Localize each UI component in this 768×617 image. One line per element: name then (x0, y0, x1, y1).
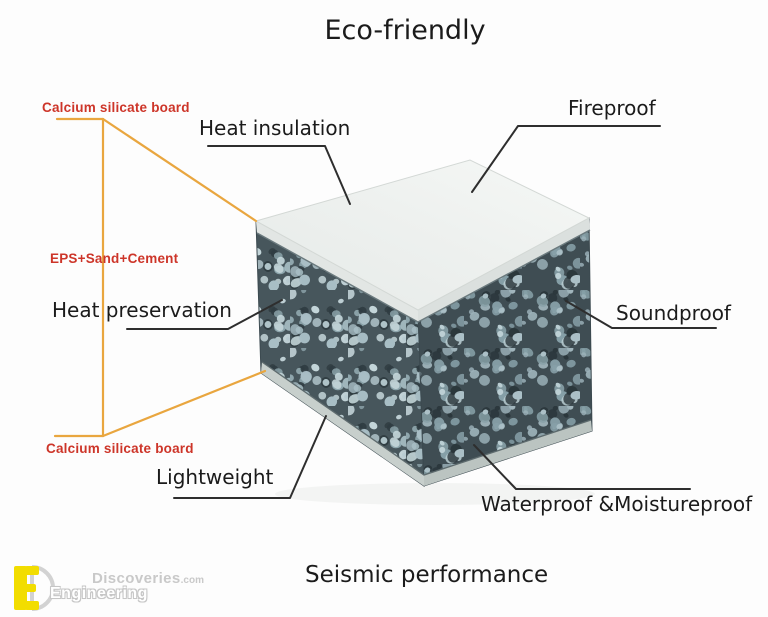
connector-top-diagonal (101, 117, 258, 223)
bottom-board-topline (261, 361, 592, 476)
logo-brand-suffix: .com (180, 575, 204, 586)
callout-lightweight: Lightweight (156, 465, 274, 489)
leader-heat-insulation (207, 145, 351, 205)
leader-heat-preservation (126, 299, 283, 330)
callout-seismic-performance: Seismic performance (305, 562, 549, 588)
callout-fireproof: Fireproof (568, 96, 656, 120)
top-board-underline (256, 229, 591, 323)
callout-heat-insulation: Heat insulation (199, 116, 351, 140)
material-label-core: EPS+Sand+Cement (50, 251, 179, 266)
top-board-edge-right (418, 218, 590, 322)
callout-waterproof: Waterproof &Moistureproof (481, 492, 753, 516)
callout-heat-preservation: Heat preservation (52, 298, 232, 322)
top-board-edge-left (256, 221, 418, 322)
leader-waterproof (473, 444, 691, 490)
bottom-board-edge-right (424, 420, 592, 486)
page-title: Eco-friendly (324, 15, 486, 46)
material-label-bottom-board: Calcium silicate board (46, 441, 194, 456)
leader-soundproof (565, 300, 717, 329)
logo-brand: Discoveries (92, 570, 181, 587)
callout-leader-lines (126, 125, 717, 499)
board-connector-lines (53, 117, 267, 438)
leader-fireproof (471, 125, 661, 193)
ed-monogram-icon (14, 565, 55, 611)
connector-bottom-diagonal (101, 369, 267, 438)
leader-lightweight (173, 415, 327, 499)
callout-soundproof: Soundproof (616, 301, 731, 325)
logo-discoveries-text: Discoveries.com (92, 570, 204, 587)
engineering-discoveries-logo: Discoveries.com Engineering (10, 560, 220, 614)
logo-engineering-text: Engineering (50, 585, 148, 602)
cube-top-face (254, 159, 591, 311)
bottom-board-edge-left (261, 362, 424, 486)
material-label-top-board: Calcium silicate board (42, 100, 190, 115)
